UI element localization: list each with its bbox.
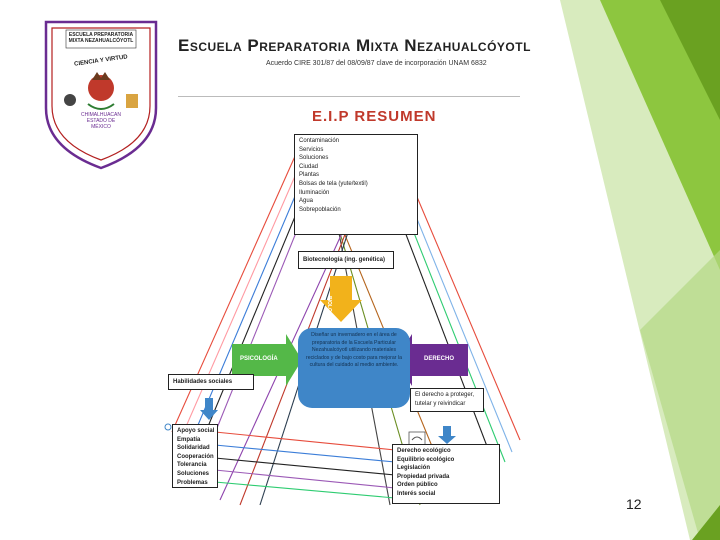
psychology-arrow	[232, 334, 302, 386]
law-item: Orden público	[397, 482, 438, 489]
down-arrow-right	[438, 426, 456, 444]
social-skills-label: Habilidades sociales	[173, 379, 233, 385]
deco-band-lower	[640, 250, 720, 540]
law-item: Equilibrio ecológico	[397, 456, 455, 463]
topic-item: Agua	[299, 198, 314, 205]
psychology-outcomes-box: Apoyo social Empatía Solidaridad Coopera…	[172, 424, 218, 488]
law-label: DERECHO	[424, 356, 455, 362]
topics-box: Contaminación Servicios Soluciones Ciuda…	[294, 134, 418, 235]
biology-arrow	[320, 276, 362, 322]
psychology-label: PSICOLOGÍA	[240, 356, 278, 362]
header-divider	[178, 96, 520, 97]
biology-label: BIOLOGÍA	[326, 296, 332, 321]
logo-top-text: ESCUELA PREPARATORIA MIXTA NEZAHUALCÓYOT…	[68, 32, 134, 44]
social-skills-box: Habilidades sociales	[168, 374, 254, 390]
topic-item: Bolsas de tela (yute/textil)	[299, 180, 368, 187]
rights-box: El derecho a proteger, tutelar y reivind…	[410, 388, 484, 412]
psychology-item: Tolerancia	[177, 462, 207, 469]
psychology-item: Soluciones	[177, 470, 210, 477]
law-item: Legislación	[397, 465, 431, 472]
center-objective-shape	[298, 328, 410, 408]
law-item: Propiedad privada	[397, 473, 450, 480]
down-arrow-left	[200, 398, 218, 420]
law-item: Derecho ecológico	[397, 448, 451, 454]
topic-item: Ciudad	[299, 163, 319, 170]
law-item: Interés social	[397, 490, 436, 497]
deco-band-green	[600, 0, 720, 270]
logo-bottom-text: CHIMALHUACAN ESTADO DE MÉXICO	[80, 112, 121, 130]
topic-item: Soluciones	[299, 155, 329, 162]
law-outcomes-box: Derecho ecológico Equilibrio ecológico L…	[392, 444, 500, 504]
biotechnology-box: Biotecnología (ing. genética)	[298, 251, 394, 269]
school-name-heading: Escuela Preparatoria Mixta Nezahualcóyot…	[178, 36, 531, 55]
deco-corner	[692, 505, 720, 540]
deco-band-dark	[660, 0, 720, 120]
psychology-item: Problemas	[177, 479, 208, 486]
psychology-item: Empatía	[177, 436, 201, 443]
topic-item: Iluminación	[299, 189, 330, 196]
psychology-item: Solidaridad	[177, 445, 210, 452]
topic-item: Sobrepoblación	[299, 206, 341, 213]
topic-item: Contaminación	[299, 138, 340, 144]
topic-item: Servicios	[299, 146, 324, 153]
psychology-item: Cooperación	[177, 453, 214, 460]
topic-item: Plantas	[299, 172, 320, 179]
page-number: 12	[626, 496, 642, 512]
slide-title: E.I.P RESUMEN	[312, 108, 437, 125]
law-arrow	[396, 334, 468, 386]
biotechnology-label: Biotecnología (ing. genética)	[303, 257, 386, 263]
school-accreditation-subtitle: Acuerdo CIRE 301/87 del 08/09/87 clave d…	[266, 60, 487, 67]
psychology-item: Apoyo social	[177, 428, 215, 434]
center-objective-text: Diseñar un invernadero en el área de pre…	[305, 332, 403, 369]
rights-label: El derecho a proteger, tutelar y reivind…	[415, 392, 475, 407]
